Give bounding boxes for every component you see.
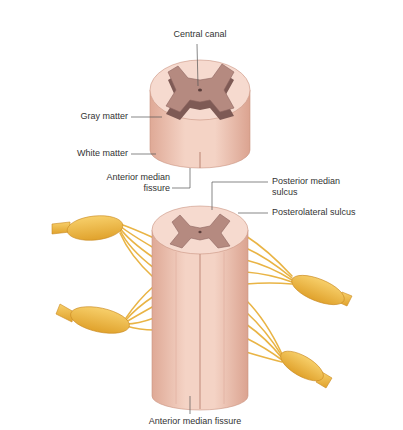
- part-label: Anterior median fissure: [110, 416, 280, 427]
- part-label: Central canal: [150, 29, 250, 40]
- part-label: Posterolateral sulcus: [272, 207, 364, 218]
- cord-segment: [150, 60, 250, 168]
- spinal-cord: [152, 206, 248, 410]
- part-label: Gray matter: [38, 111, 128, 122]
- part-label: White matter: [38, 148, 128, 159]
- part-label: Anterior median fissure: [100, 172, 170, 194]
- leader-lines: [131, 44, 268, 414]
- part-label: Posterior median sulcus: [272, 176, 364, 198]
